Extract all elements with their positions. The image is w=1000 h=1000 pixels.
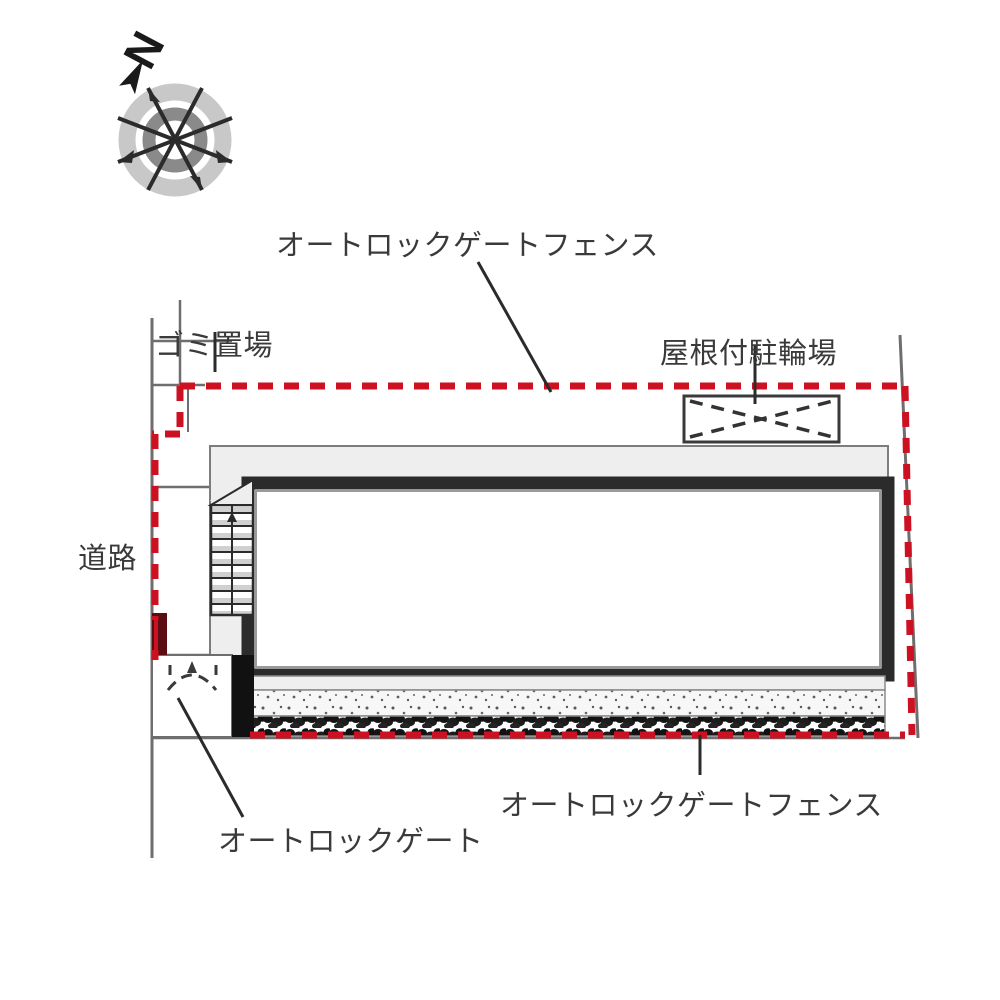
compass-rose: N [113, 23, 233, 197]
gate-post [152, 613, 167, 655]
label-road: 道路 [78, 543, 138, 575]
label-trash-area: ゴミ置場 [155, 330, 274, 362]
leader-lines [176, 261, 757, 818]
label-auto-lock-gate: オートロックゲート [218, 826, 484, 858]
auto-lock-gate [151, 654, 254, 738]
auto-lock-gate-fence [151, 382, 916, 739]
compass-north-letter: N [113, 23, 175, 77]
ground-strips [247, 675, 886, 737]
label-auto-lock-gate-fence-bottom: オートロックゲートフェンス [500, 790, 883, 822]
building-outline [241, 476, 895, 682]
label-covered-bicycle-parking: 屋根付駐輪場 [660, 338, 838, 370]
covered-bicycle-parking [682, 394, 841, 444]
stairs [207, 478, 255, 617]
label-auto-lock-gate-fence-top: オートロックゲートフェンス [276, 230, 659, 262]
site-edge-right [898, 334, 920, 739]
